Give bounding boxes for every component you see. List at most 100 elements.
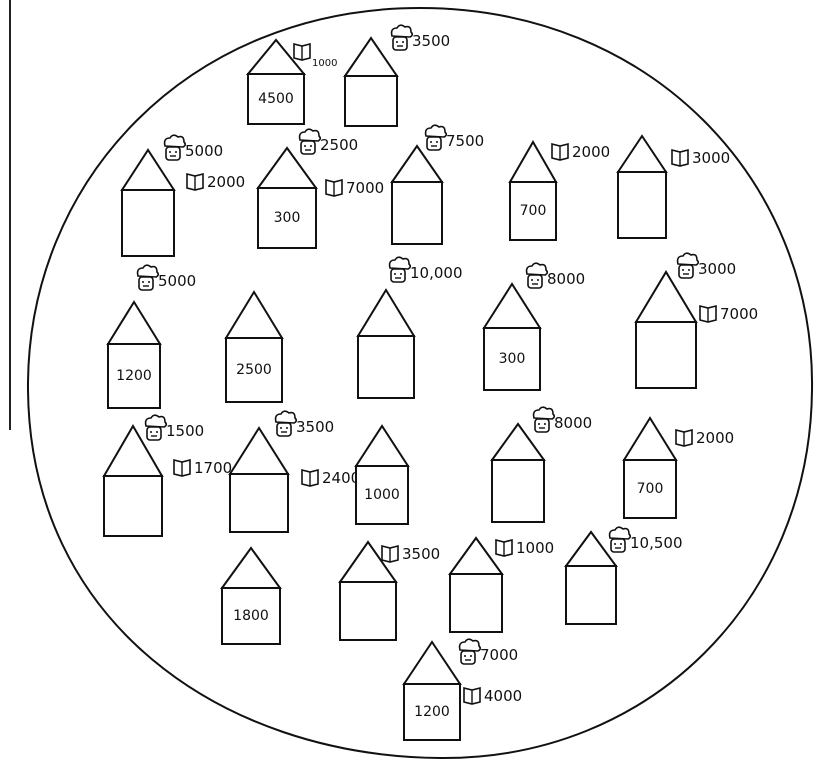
chef-value: 7000	[480, 646, 518, 664]
house-roof	[345, 38, 397, 76]
chef-value: 8000	[547, 270, 585, 288]
house-roof	[356, 426, 408, 466]
house-body	[358, 336, 414, 398]
book-icon	[700, 306, 716, 322]
book-icon	[552, 144, 568, 160]
house-body	[450, 574, 502, 632]
house: 45001000	[248, 40, 337, 124]
chef-value: 8000	[554, 414, 592, 432]
house-value: 1800	[233, 608, 269, 624]
chef-icon	[534, 407, 555, 432]
house: 3000	[618, 136, 730, 238]
chef-value: 3000	[698, 260, 736, 278]
chef-icon	[610, 527, 631, 552]
house-value: 300	[499, 351, 526, 367]
chef-icon	[276, 411, 297, 436]
chef-icon	[138, 265, 159, 290]
book-icon	[672, 150, 688, 166]
book-value: 3500	[402, 545, 440, 563]
book-value: 1000	[516, 539, 554, 557]
book-value: 2000	[207, 173, 245, 191]
chef-value: 10,500	[630, 534, 683, 552]
house-roof	[222, 548, 280, 588]
chef-icon	[678, 253, 699, 278]
book-value: 3000	[692, 149, 730, 167]
house-roof	[484, 284, 540, 328]
chef-value: 3500	[296, 418, 334, 436]
house: 1200 7000 4000	[404, 639, 522, 740]
chef-value: 2500	[320, 136, 358, 154]
house-body	[345, 76, 397, 126]
book-value: 7000	[346, 179, 384, 197]
house-roof	[624, 418, 676, 460]
house: 3000 7000	[636, 253, 758, 388]
house: 3500	[345, 25, 450, 126]
book-icon	[302, 470, 318, 486]
house-value: 4500	[258, 91, 294, 107]
house: 8000	[492, 407, 592, 522]
book-value: 2000	[572, 143, 610, 161]
book-icon	[382, 546, 398, 562]
house-body	[122, 190, 174, 256]
book-value: 7000	[720, 305, 758, 323]
book-icon	[326, 180, 342, 196]
house-body	[340, 582, 396, 640]
book-icon	[187, 174, 203, 190]
house: 2500	[226, 292, 282, 402]
house: 1000	[356, 426, 408, 524]
house: 300 2500 7000	[258, 129, 384, 248]
house-body	[392, 182, 442, 244]
house: 10,500	[566, 527, 683, 624]
chef-value: 5000	[158, 272, 196, 290]
house-body	[104, 476, 162, 536]
house-roof	[358, 290, 414, 336]
house: 3500 2400	[230, 411, 360, 532]
house-body	[230, 474, 288, 532]
house-value: 300	[274, 210, 301, 226]
house-value: 2500	[236, 362, 272, 378]
house: 300 8000	[484, 263, 585, 390]
house-value: 1200	[116, 368, 152, 384]
chef-icon	[146, 415, 167, 440]
book-icon	[174, 460, 190, 476]
house: 700 2000	[510, 142, 610, 240]
house-roof	[226, 292, 282, 338]
book-value: 2400	[322, 469, 360, 487]
house-roof	[636, 272, 696, 322]
chef-icon	[392, 25, 413, 50]
chef-value: 10,000	[410, 264, 463, 282]
chef-icon	[165, 135, 186, 160]
book-icon	[464, 688, 480, 704]
house: 1000	[450, 538, 554, 632]
house-body	[492, 460, 544, 522]
house: 1800	[222, 548, 280, 644]
house: 1200 5000	[108, 265, 196, 408]
house-value: 1200	[414, 704, 450, 720]
chef-icon	[527, 263, 548, 288]
book-icon	[496, 540, 512, 556]
house-body	[636, 322, 696, 388]
house: 7500	[392, 125, 484, 244]
chef-value: 7500	[446, 132, 484, 150]
house-roof	[510, 142, 556, 182]
chef-value: 5000	[185, 142, 223, 160]
chef-icon	[390, 257, 411, 282]
houses-layer: 4500100035005000200030025007000750070020…	[104, 25, 758, 740]
house-value: 700	[637, 481, 664, 497]
book-value: 4000	[484, 687, 522, 705]
house-roof	[108, 302, 160, 344]
house-roof	[392, 146, 442, 182]
book-icon	[676, 430, 692, 446]
house-roof	[618, 136, 666, 172]
book-icon	[294, 44, 310, 60]
house-value: 1000	[364, 487, 400, 503]
house-value: 700	[520, 203, 547, 219]
house-roof	[566, 532, 616, 566]
house: 10,000	[358, 257, 463, 398]
chef-value: 1500	[166, 422, 204, 440]
house: 3500	[340, 542, 440, 640]
house: 5000 2000	[122, 135, 245, 256]
